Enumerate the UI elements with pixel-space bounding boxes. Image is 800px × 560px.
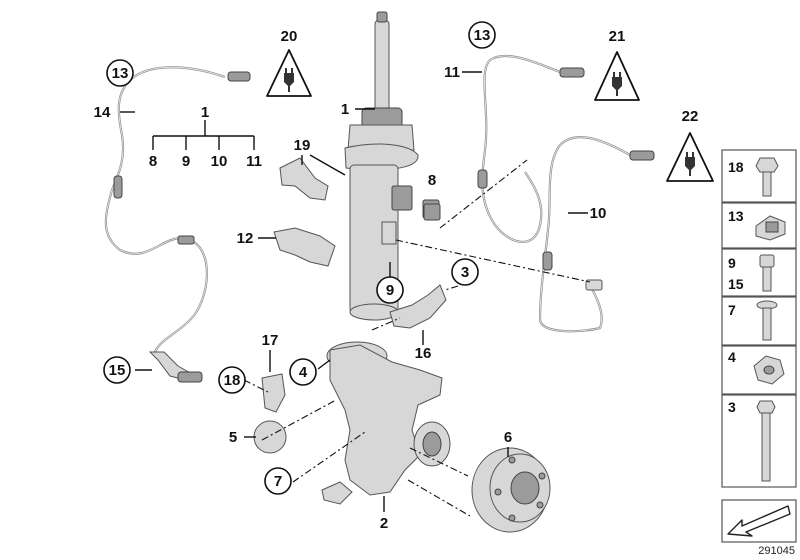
plug-icon [284, 68, 294, 92]
label-17: 17 [262, 332, 279, 349]
label-9: 9 [182, 153, 190, 170]
svg-text:3: 3 [461, 264, 469, 281]
warning-20: 20 [266, 28, 312, 97]
callout-13-right: 13 [468, 21, 496, 49]
side-item-7: 7 [721, 296, 797, 346]
svg-text:3: 3 [728, 399, 736, 415]
spring-strut [344, 11, 440, 321]
label-10: 10 [211, 153, 228, 170]
svg-text:9: 9 [728, 255, 736, 271]
label-5: 5 [229, 429, 237, 446]
callout-4: 4 [289, 358, 317, 386]
label-16: 16 [415, 345, 432, 362]
label-14: 14 [94, 104, 111, 121]
svg-text:18: 18 [224, 372, 241, 389]
svg-text:13: 13 [474, 27, 491, 44]
side-item-18: 18 [721, 149, 797, 203]
label-8-clip: 8 [428, 172, 436, 189]
heat-shield-17 [261, 373, 286, 413]
warning-21: 21 [594, 28, 640, 101]
label-12: 12 [237, 230, 254, 247]
svg-text:7: 7 [274, 473, 282, 490]
svg-text:20: 20 [281, 28, 298, 45]
svg-text:9: 9 [386, 282, 394, 299]
callout-7: 7 [264, 467, 292, 495]
svg-text:15: 15 [109, 362, 126, 379]
bracket-12 [273, 227, 336, 267]
label-1-top: 1 [201, 104, 209, 121]
svg-text:18: 18 [728, 159, 744, 175]
steering-knuckle [321, 341, 451, 505]
label-11-right: 11 [444, 64, 460, 81]
svg-text:4: 4 [728, 349, 736, 365]
side-item-3: 3 [721, 394, 797, 488]
bracket-19 [279, 157, 329, 201]
svg-text:22: 22 [682, 108, 699, 125]
label-1-strut: 1 [341, 101, 349, 118]
svg-text:7: 7 [728, 302, 736, 318]
direction-arrow-icon [727, 505, 791, 537]
bracket-16 [389, 284, 447, 329]
label-2: 2 [380, 515, 388, 532]
sensor-cable-right [477, 54, 655, 333]
svg-text:21: 21 [609, 28, 626, 45]
side-item-13: 13 [721, 202, 797, 249]
label-6: 6 [504, 429, 512, 446]
label-10-right: 10 [590, 205, 607, 222]
warning-22: 22 [666, 108, 714, 182]
plug-icon [685, 152, 695, 176]
wheel-hub [471, 447, 551, 533]
sensor-cable-left [104, 66, 251, 383]
callout-13-left: 13 [106, 59, 134, 87]
drawing-number: 291045 [758, 545, 795, 557]
clip-8 [423, 203, 441, 221]
label-11: 11 [246, 153, 262, 170]
label-8: 8 [149, 153, 157, 170]
dust-cover [253, 420, 287, 454]
side-item-9-15: 9 15 [721, 248, 797, 297]
callout-9: 9 [376, 276, 404, 304]
plug-icon [612, 72, 622, 96]
direction-arrow-box [721, 499, 797, 543]
svg-text:13: 13 [112, 65, 129, 82]
svg-text:15: 15 [728, 276, 744, 292]
callout-18: 18 [218, 366, 246, 394]
svg-text:13: 13 [728, 208, 744, 224]
callout-15: 15 [103, 356, 131, 384]
side-item-4: 4 [721, 345, 797, 395]
side-panel: 18 13 9 15 7 4 [721, 149, 797, 543]
dash-dot-lines [243, 159, 591, 517]
callout-3: 3 [451, 258, 479, 286]
leader-lines [120, 71, 588, 512]
label-19: 19 [294, 137, 311, 154]
svg-text:4: 4 [299, 364, 308, 381]
